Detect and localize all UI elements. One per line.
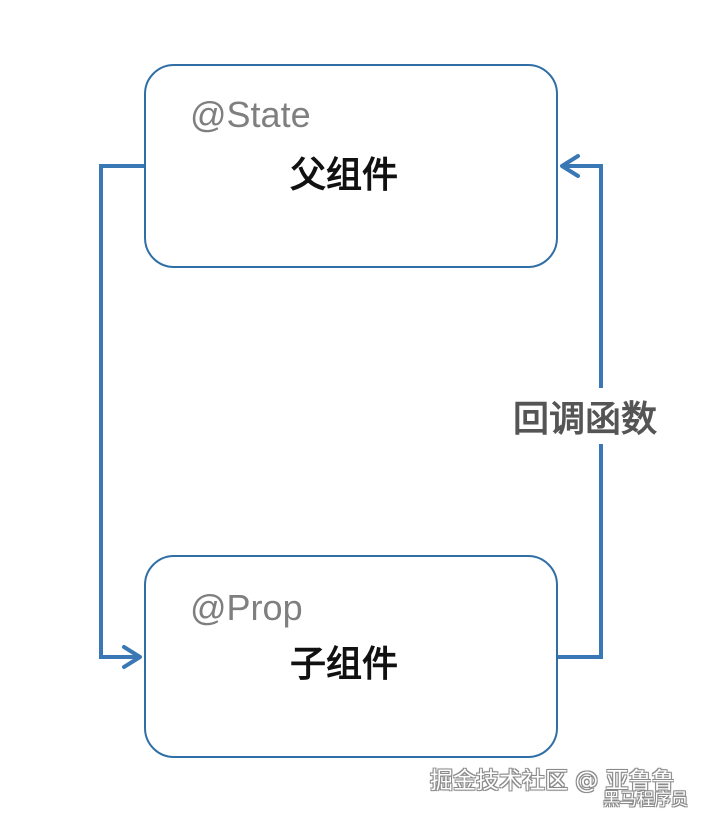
state-to-prop-arrow-line: [99, 164, 144, 659]
child-component-label: 子组件: [290, 644, 399, 685]
child-component-box: @Prop 子组件: [144, 555, 558, 758]
state-decorator-label: @State: [190, 94, 311, 135]
parent-component-box: @State 父组件: [144, 64, 558, 268]
callback-arrowhead: [560, 154, 580, 178]
prop-decorator-label: @Prop: [190, 587, 303, 628]
parent-component-label: 父组件: [290, 155, 399, 196]
state-to-prop-arrowhead: [122, 645, 142, 669]
callback-function-label: 回调函数: [513, 388, 658, 444]
watermark-main: 掘金技术社区 @ 亚鲁鲁: [430, 768, 675, 794]
watermark-sub: 黑马程序员: [603, 790, 688, 810]
